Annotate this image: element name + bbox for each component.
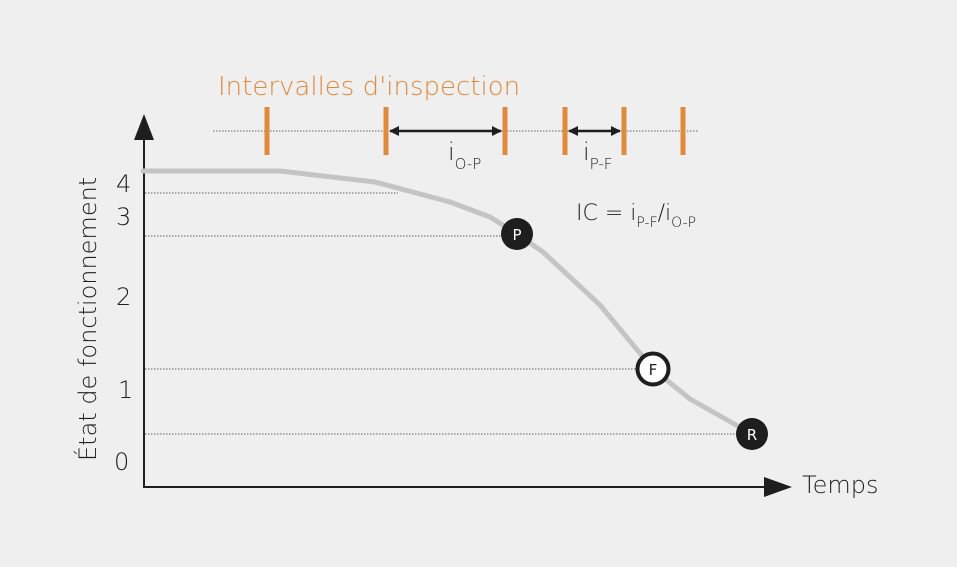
inspection-ticks bbox=[264, 107, 686, 155]
y-axis-arrow bbox=[134, 114, 154, 140]
point-f: F bbox=[635, 351, 671, 387]
diagram-title: Intervalles d'inspection bbox=[218, 72, 520, 102]
interval-pf-label: iP-F bbox=[583, 138, 612, 173]
point-r: R bbox=[736, 418, 768, 450]
interval-op-label: iO-P bbox=[448, 138, 481, 173]
point-r-label: R bbox=[747, 426, 757, 444]
formula-label: IC = iP-F/iO-P bbox=[576, 201, 696, 231]
x-axis-label: Temps bbox=[802, 471, 878, 499]
y-tick-label: 3 bbox=[116, 203, 131, 231]
y-tick-label: 1 bbox=[118, 376, 133, 404]
y-axis-label: État de fonctionnement bbox=[73, 177, 102, 461]
y-tick-labels: 4 3 2 1 0 bbox=[114, 170, 133, 476]
point-p: P bbox=[501, 218, 533, 250]
point-p-label: P bbox=[512, 226, 521, 244]
y-tick-label: 4 bbox=[116, 170, 131, 198]
reference-lines bbox=[145, 192, 752, 435]
y-tick-label: 0 bbox=[114, 448, 129, 476]
point-f-label: F bbox=[649, 361, 658, 379]
x-axis-arrow bbox=[764, 477, 792, 497]
y-tick-label: 2 bbox=[116, 283, 131, 311]
